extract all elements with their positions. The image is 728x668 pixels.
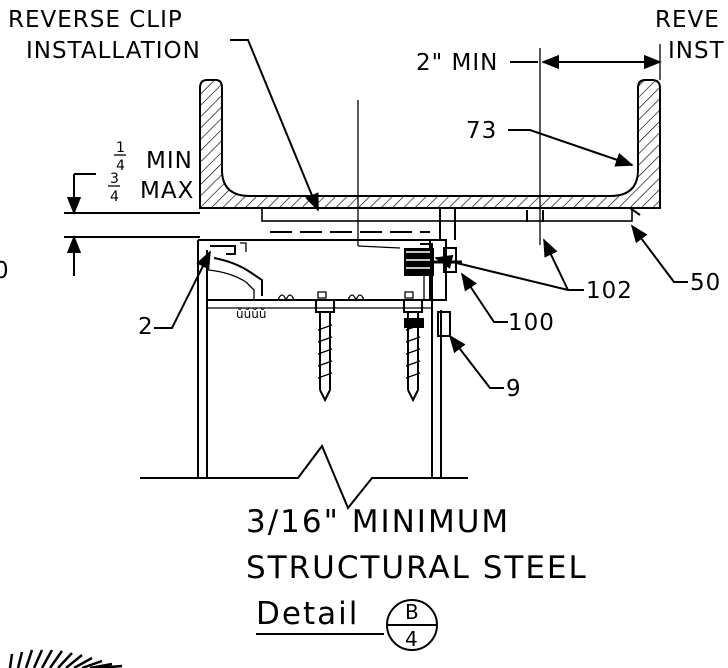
detail-tag: Detail B 4 bbox=[256, 596, 438, 651]
callout-100: 100 bbox=[461, 272, 555, 336]
max-label: MAX bbox=[140, 178, 194, 204]
gap-dimension: 1 4 MIN 3 4 MAX bbox=[64, 140, 200, 276]
callout-73: 73 bbox=[466, 118, 634, 167]
detail-title: Detail bbox=[256, 596, 359, 632]
three-quarter-den: 4 bbox=[110, 189, 119, 205]
bolt-assembly bbox=[404, 248, 462, 276]
callout-50-label: 50 bbox=[690, 270, 721, 296]
callout-9-label: 9 bbox=[506, 376, 522, 402]
callout-102: 102 bbox=[434, 238, 633, 304]
two-min-label: 2" MIN bbox=[416, 50, 498, 76]
reverse-right-label-line1: REVE bbox=[655, 7, 720, 33]
one-quarter-num: 1 bbox=[116, 140, 125, 156]
callout-2-label: 2 bbox=[138, 314, 154, 340]
minimum-label-line1: 3/16" MINIMUM bbox=[246, 504, 510, 540]
detail-number: 4 bbox=[405, 627, 418, 651]
reverse-right-label-line2: INST bbox=[668, 38, 725, 64]
seal-edge-scribble bbox=[8, 649, 123, 668]
callout-50: 50 bbox=[630, 224, 721, 296]
callout-9: 9 bbox=[448, 334, 522, 402]
reverse-clip-label-line2: INSTALLATION bbox=[26, 38, 201, 64]
callout-2: 2 bbox=[138, 250, 211, 340]
two-min-dimension: 2" MIN bbox=[416, 44, 662, 245]
callout-102-label: 102 bbox=[586, 278, 633, 304]
reverse-clip-leader bbox=[230, 39, 319, 212]
fastener-screw-right bbox=[403, 299, 424, 403]
minimum-label-line2: STRUCTURAL STEEL bbox=[246, 550, 588, 586]
callout-73-label: 73 bbox=[466, 118, 497, 144]
bolt-reference-line bbox=[357, 100, 401, 249]
one-quarter-den: 4 bbox=[116, 158, 125, 174]
support-frame: ŭŭŭŭ bbox=[197, 239, 457, 478]
break-line bbox=[140, 444, 468, 510]
min-label: MIN bbox=[146, 148, 193, 174]
reverse-clip-label-line1: REVERSE CLIP bbox=[8, 7, 183, 33]
detail-letter: B bbox=[405, 600, 419, 624]
left-cut-label: 0 bbox=[0, 258, 10, 284]
spring-mark: ŭŭŭŭ bbox=[236, 307, 266, 321]
callout-100-label: 100 bbox=[508, 310, 555, 336]
fastener-screw-left bbox=[315, 299, 335, 403]
reverse-clip-dashed bbox=[261, 207, 641, 240]
three-quarter-num: 3 bbox=[110, 171, 119, 187]
channel-section bbox=[199, 79, 661, 209]
